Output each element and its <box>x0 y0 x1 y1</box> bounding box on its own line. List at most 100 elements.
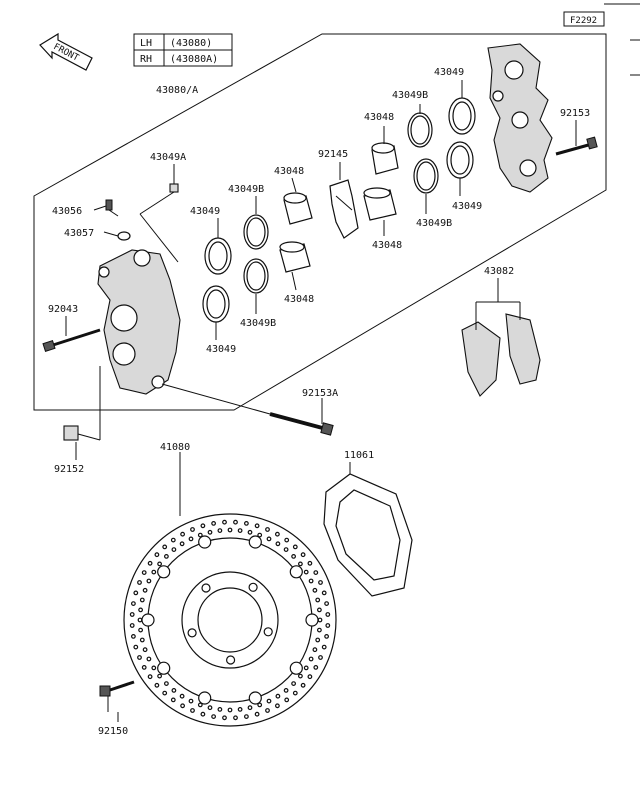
figure-code: F2292 <box>570 16 597 26</box>
front-arrow-icon: FRONT <box>39 32 93 71</box>
disc-hole <box>130 634 136 639</box>
disc-rivet <box>248 535 262 549</box>
seal-a2-icon <box>202 285 230 323</box>
disc-hole <box>284 537 290 543</box>
callout-piston-4: 43048 <box>372 240 402 251</box>
brake-pads-icon <box>461 278 541 397</box>
shim-ring-icon <box>323 462 413 597</box>
pad-spring-icon <box>329 179 359 239</box>
disc-hole <box>237 528 243 533</box>
disc-hole <box>188 698 194 704</box>
figure-code-box: F2292 <box>563 3 640 76</box>
collar-icon <box>63 366 101 441</box>
caliper-right-half <box>487 43 553 193</box>
seal-b4-icon <box>413 158 439 194</box>
disc-hole <box>317 627 322 633</box>
disc-hole <box>188 536 194 542</box>
seal-b2-icon <box>243 258 269 294</box>
disc-hole <box>170 697 176 703</box>
callout-piston-2: 43048 <box>284 294 314 305</box>
seal-a1-icon <box>204 237 232 275</box>
disc-hole <box>298 561 303 567</box>
disc-hole <box>190 527 195 532</box>
disc-hole <box>129 612 135 617</box>
callout-seal-a2: 43049 <box>206 344 236 355</box>
disc-hole <box>247 705 253 711</box>
seal-b3-icon <box>407 112 433 148</box>
disc-hole <box>162 690 168 696</box>
pin-right-icon <box>555 136 598 156</box>
disc-hole <box>154 552 160 558</box>
disc-hole <box>147 674 153 680</box>
disc-hole <box>138 627 144 633</box>
seal-b1-icon <box>243 214 269 250</box>
disc-rivet <box>248 691 262 705</box>
disc-hole <box>138 607 144 613</box>
disc-hole <box>275 541 281 547</box>
disc-rivet <box>157 661 171 675</box>
pin-left-icon <box>42 328 101 352</box>
callout-bleeder-seal: 43057 <box>64 228 94 239</box>
disc-hole <box>154 682 160 688</box>
disc-hole <box>247 529 253 535</box>
disc-hole <box>171 688 177 693</box>
disc-hole <box>207 705 213 711</box>
disc-hole <box>313 665 319 670</box>
disc-hole <box>157 561 163 567</box>
callout-disc-bolt: 92150 <box>98 726 128 737</box>
piston-1-icon <box>283 192 313 225</box>
disc-hole <box>151 569 157 575</box>
disc-hole <box>312 587 318 593</box>
disc-hole <box>129 623 135 628</box>
disc-hole <box>325 623 331 628</box>
disc-hole <box>146 578 152 584</box>
disc-hole <box>141 665 147 670</box>
disc-hole <box>200 711 206 717</box>
disc-rivet <box>198 691 212 705</box>
disc-hole <box>133 590 139 596</box>
callout-bleeder: 43056 <box>52 206 82 217</box>
disc-hole <box>266 698 272 704</box>
disc-hole <box>233 715 238 721</box>
callout-seal-a4: 43049 <box>452 201 482 212</box>
disc-hole <box>318 655 323 660</box>
disc-hole <box>265 527 270 532</box>
disc-hole <box>275 693 281 699</box>
disc-rivet <box>305 613 319 627</box>
disc-hole <box>321 644 327 650</box>
seal-a4-icon <box>446 141 474 179</box>
disc-bolt-icon <box>99 680 135 712</box>
callout-seal-b2: 43049B <box>240 318 276 329</box>
disc-hole <box>237 707 243 712</box>
piston-3-icon <box>371 142 399 175</box>
disc-hole <box>139 637 145 643</box>
disc-mount-hole <box>201 583 211 593</box>
disc-hole <box>283 547 289 552</box>
caliper-assembly-frame <box>33 33 607 411</box>
disc-hole <box>315 597 321 603</box>
callout-pads: 43082 <box>484 266 514 277</box>
disc-hole <box>133 644 139 650</box>
disc-hole <box>298 673 303 679</box>
disc-rivet <box>157 565 171 579</box>
callout-collar: 92152 <box>54 464 84 475</box>
disc-hole <box>197 702 203 708</box>
disc-mount-hole <box>187 628 197 638</box>
disc-hole <box>254 523 260 529</box>
disc-hole <box>303 665 309 671</box>
piston-4-icon <box>363 187 397 221</box>
disc-hole <box>308 578 314 584</box>
disc-hole <box>265 708 270 713</box>
disc-hole <box>222 519 227 525</box>
disc-hole <box>137 617 143 623</box>
callout-bleeder-cap: 43049A <box>150 152 186 163</box>
disc-hole <box>315 637 321 643</box>
callout-seal-b4: 43049B <box>416 218 452 229</box>
disc-hole <box>200 523 206 529</box>
variant-side-2: RH <box>140 54 152 65</box>
disc-hole <box>303 569 309 575</box>
disc-hole <box>171 547 177 552</box>
disc-hole <box>139 597 145 603</box>
disc-hole <box>137 580 142 585</box>
disc-hole <box>324 634 330 639</box>
